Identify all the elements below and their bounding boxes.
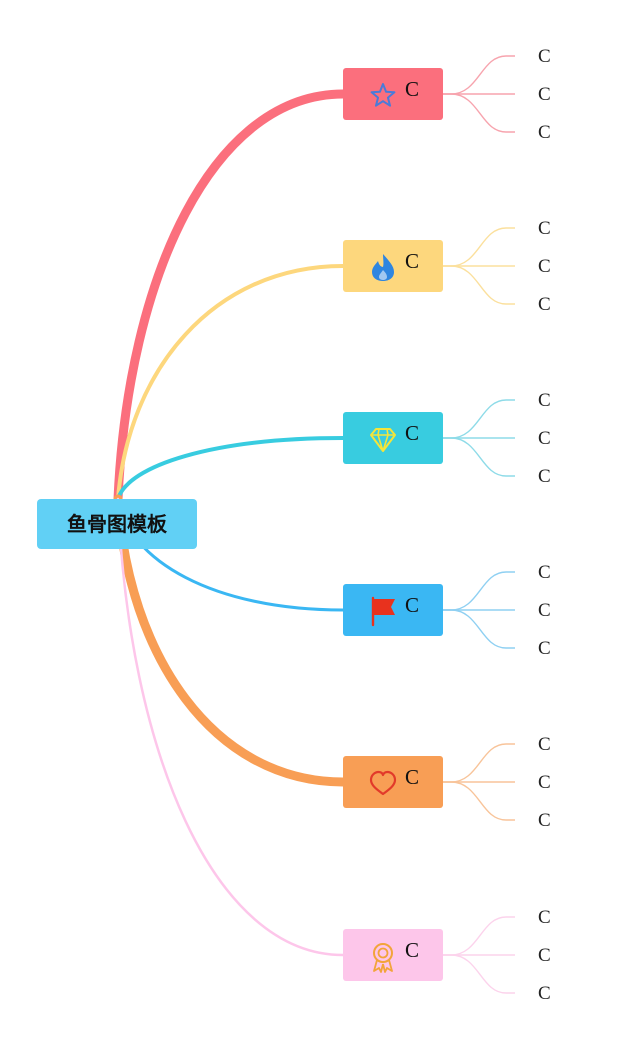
root-node-box <box>37 499 197 549</box>
branch-node-box <box>343 929 443 981</box>
leaf-node-3-2[interactable]: C <box>538 428 551 449</box>
branch-node-box <box>343 584 443 636</box>
branch-node-5[interactable]: C <box>343 756 443 808</box>
branch-node-label: C <box>405 77 419 101</box>
fire-icon <box>372 254 394 281</box>
connector-branch-5 <box>113 494 348 787</box>
leaf-node-4-3[interactable]: C <box>538 638 551 659</box>
connector-leaf-1-3 <box>443 93 515 133</box>
branch-node-3[interactable]: C <box>343 412 443 464</box>
branch-node-box <box>343 240 443 292</box>
leaf-node-3-3[interactable]: C <box>538 466 551 487</box>
root-node-label: 鱼骨图模板 <box>67 512 168 536</box>
connector-leaf-5-3 <box>443 781 515 821</box>
leaf-node-2-3[interactable]: C <box>538 294 551 315</box>
connector-branch-1 <box>113 89 348 504</box>
connector-leaf-2-1 <box>443 227 515 267</box>
branch-node-label: C <box>405 421 419 445</box>
branch-node-label: C <box>405 249 419 273</box>
leaf-node-5-2[interactable]: C <box>538 772 551 793</box>
leaf-node-1-1[interactable]: C <box>538 46 551 67</box>
connector-branch-6 <box>116 497 345 957</box>
branch-node-1[interactable]: C <box>343 68 443 120</box>
branch-node-label: C <box>405 938 419 962</box>
heart-icon <box>369 770 397 796</box>
branch-node-2[interactable]: C <box>343 240 443 292</box>
leaf-node-1-3[interactable]: C <box>538 122 551 143</box>
connector-leaf-2-3 <box>443 265 515 305</box>
leaf-node-1-2[interactable]: C <box>538 84 551 105</box>
branch-node-label: C <box>405 765 419 789</box>
branch-node-label: C <box>405 593 419 617</box>
leaf-node-2-1[interactable]: C <box>538 218 551 239</box>
connector-leaf-4-1 <box>443 571 515 611</box>
diamond-icon <box>370 428 396 452</box>
leaf-node-6-2[interactable]: C <box>538 945 551 966</box>
leaf-node-4-1[interactable]: C <box>538 562 551 583</box>
connector-leaf-6-3 <box>443 954 515 994</box>
leaf-node-3-1[interactable]: C <box>538 390 551 411</box>
star-icon <box>370 83 396 107</box>
flag-icon <box>371 596 395 627</box>
branch-node-4[interactable]: C <box>343 584 443 636</box>
branch-node-6[interactable]: C <box>343 929 443 981</box>
connector-leaf-5-1 <box>443 743 515 783</box>
award-icon <box>373 943 393 973</box>
connector-leaf-1-1 <box>443 55 515 95</box>
connector-branch-3 <box>116 436 345 501</box>
connector-leaf-3-1 <box>443 399 515 439</box>
leaf-node-6-3[interactable]: C <box>538 983 551 1004</box>
leaf-node-2-2[interactable]: C <box>538 256 551 277</box>
connector-layer <box>113 55 515 994</box>
connector-leaf-3-3 <box>443 437 515 477</box>
leaf-node-4-2[interactable]: C <box>538 600 551 621</box>
root-node[interactable]: 鱼骨图模板 <box>37 499 197 549</box>
connector-branch-2 <box>116 264 345 501</box>
leaf-node-5-1[interactable]: C <box>538 734 551 755</box>
branch-node-box <box>343 756 443 808</box>
connector-leaf-4-3 <box>443 609 515 649</box>
leaf-node-6-1[interactable]: C <box>538 907 551 928</box>
connector-leaf-6-1 <box>443 916 515 956</box>
leaf-node-5-3[interactable]: C <box>538 810 551 831</box>
